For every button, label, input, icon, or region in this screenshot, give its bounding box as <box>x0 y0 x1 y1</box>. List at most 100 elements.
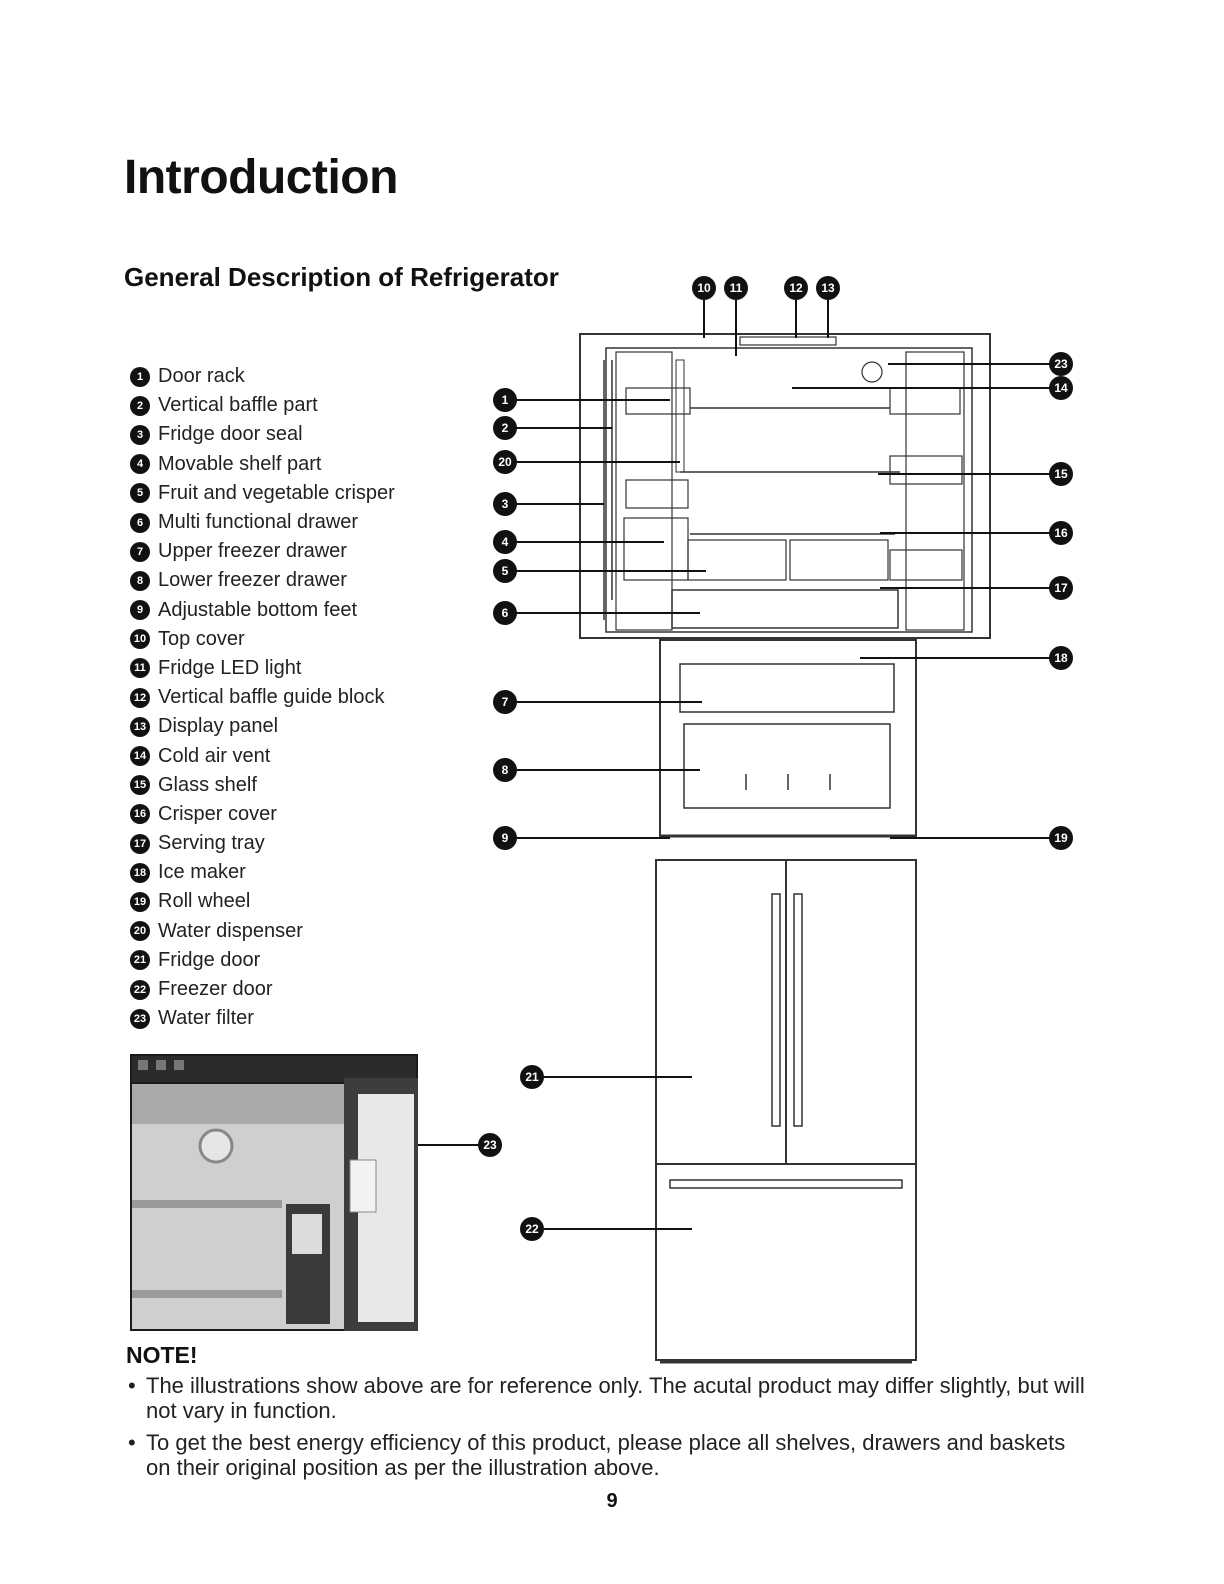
svg-text:14: 14 <box>1054 381 1068 395</box>
page-title: Introduction <box>124 151 398 204</box>
crisper-drawer-left <box>687 539 787 581</box>
freezer-door-handle <box>669 1179 903 1189</box>
part-number-badge: 6 <box>130 512 150 533</box>
part-label: Cold air vent <box>158 744 271 767</box>
upper-freezer-basket <box>679 663 895 713</box>
part-label: Fridge door <box>158 948 261 971</box>
legend-item: 19 Roll wheel <box>130 887 395 916</box>
callout-17: 17 <box>1049 576 1073 600</box>
left-door-inner <box>615 351 673 631</box>
svg-text:19: 19 <box>1054 831 1068 845</box>
callout-12: 12 <box>784 276 808 300</box>
callout-16: 16 <box>1049 521 1073 545</box>
part-label: Freezer door <box>158 978 273 1001</box>
part-label: Top cover <box>158 627 245 650</box>
crisper-drawer-right <box>789 539 889 581</box>
part-label: Door rack <box>158 365 245 388</box>
part-number-badge: 16 <box>130 804 150 825</box>
section-subtitle: General Description of Refrigerator <box>124 262 559 292</box>
part-number-badge: 17 <box>130 833 150 854</box>
legend-item: 14 Cold air vent <box>130 741 395 770</box>
part-label: Vertical baffle part <box>158 394 318 417</box>
svg-text:21: 21 <box>525 1070 539 1084</box>
svg-text:5: 5 <box>502 564 509 578</box>
part-number-badge: 23 <box>130 1008 150 1029</box>
svg-text:3: 3 <box>502 497 509 511</box>
page-number: 9 <box>606 1490 618 1512</box>
legend-item: 2 Vertical baffle part <box>130 391 395 420</box>
part-number-badge: 5 <box>130 483 150 504</box>
water-dispenser-column <box>675 359 685 473</box>
part-number-badge: 15 <box>130 775 150 796</box>
part-label: Display panel <box>158 715 279 738</box>
svg-text:22: 22 <box>525 1222 539 1236</box>
water-filter-photo <box>130 1054 418 1331</box>
callout-23-top: 23 <box>1049 352 1073 376</box>
right-door-handle <box>793 893 803 1127</box>
callout-9: 9 <box>493 826 517 850</box>
callout-6: 6 <box>493 601 517 625</box>
top-cover-strip <box>739 336 837 346</box>
callout-13: 13 <box>816 276 840 300</box>
callout-19: 19 <box>1049 826 1073 850</box>
part-label: Fruit and vegetable crisper <box>158 481 395 504</box>
legend-item: 11 Fridge LED light <box>130 654 395 683</box>
svg-text:18: 18 <box>1054 651 1068 665</box>
right-door-inner <box>905 351 965 631</box>
svg-text:12: 12 <box>789 281 803 295</box>
callout-3: 3 <box>493 492 517 516</box>
part-number-badge: 20 <box>130 921 150 942</box>
callout-20: 20 <box>493 450 517 474</box>
svg-text:13: 13 <box>821 281 835 295</box>
callout-1: 1 <box>493 388 517 412</box>
part-number-badge: 11 <box>130 658 150 679</box>
part-label: Movable shelf part <box>158 452 322 475</box>
left-door-handle <box>771 893 781 1127</box>
part-number-badge: 9 <box>130 600 150 621</box>
svg-text:16: 16 <box>1054 526 1068 540</box>
legend-item: 21 Fridge door <box>130 946 395 975</box>
part-number-badge: 8 <box>130 570 150 591</box>
legend-item: 5 Fruit and vegetable crisper <box>130 479 395 508</box>
part-number-badge: 18 <box>130 862 150 883</box>
callout-15: 15 <box>1049 462 1073 486</box>
part-number-badge: 3 <box>130 424 150 445</box>
svg-text:23: 23 <box>483 1138 497 1152</box>
water-filter-housing <box>861 361 883 383</box>
part-label: Fridge LED light <box>158 656 302 679</box>
part-number-badge: 12 <box>130 687 150 708</box>
callout-11: 11 <box>724 276 748 300</box>
callout-14: 14 <box>1049 376 1073 400</box>
svg-text:17: 17 <box>1054 581 1068 595</box>
callout-4: 4 <box>493 530 517 554</box>
note-list: •The illustrations show above are for re… <box>128 1373 1088 1488</box>
fridge-interior <box>605 347 973 633</box>
fridge-cabinet-outline <box>579 333 991 639</box>
svg-text:7: 7 <box>502 695 509 709</box>
door-rack-left-mid <box>625 479 689 509</box>
part-number-badge: 7 <box>130 541 150 562</box>
svg-text:8: 8 <box>502 763 509 777</box>
part-number-badge: 19 <box>130 891 150 912</box>
part-label: Glass shelf <box>158 773 257 796</box>
part-number-badge: 14 <box>130 746 150 767</box>
part-number-badge: 2 <box>130 395 150 416</box>
note-text: The illustrations show above are for ref… <box>146 1373 1085 1423</box>
svg-text:4: 4 <box>502 535 509 549</box>
svg-text:10: 10 <box>697 281 711 295</box>
svg-text:23: 23 <box>1054 357 1068 371</box>
svg-text:2: 2 <box>502 421 509 435</box>
part-number-badge: 21 <box>130 950 150 971</box>
part-label: Roll wheel <box>158 890 251 913</box>
note-item: •To get the best energy efficiency of th… <box>128 1430 1088 1480</box>
callout-7: 7 <box>493 690 517 714</box>
